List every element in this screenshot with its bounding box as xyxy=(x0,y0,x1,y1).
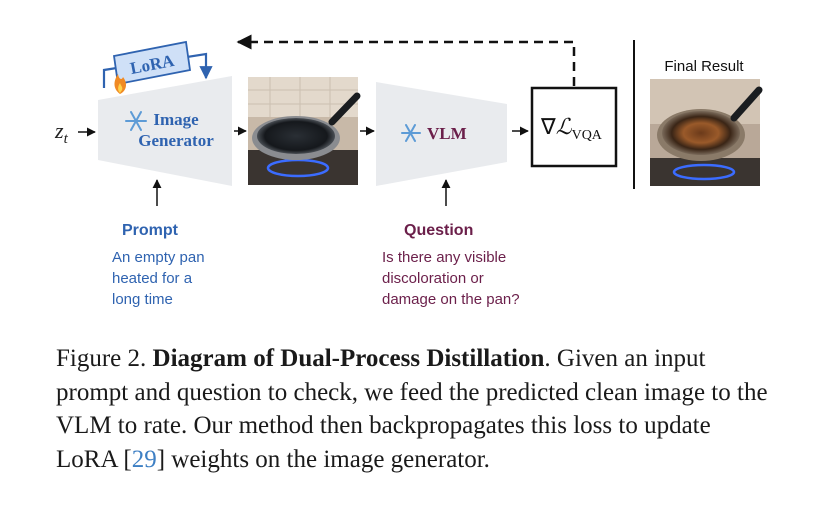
latent-input-label: zt xyxy=(54,118,69,147)
vqa-loss-label: ∇ℒVQA xyxy=(540,114,603,143)
figure-label: Figure 2. xyxy=(56,345,147,372)
question-text-line2: discoloration or xyxy=(382,270,484,287)
vlm-label: VLM xyxy=(427,124,467,143)
vlm-block xyxy=(376,82,507,186)
caption-body: . Given an input prompt and question to … xyxy=(56,345,768,473)
generator-label-line2: Generator xyxy=(138,131,214,150)
fire-icon xyxy=(114,74,127,94)
final-result-image xyxy=(650,79,763,186)
lora-box xyxy=(112,40,192,86)
citation-link[interactable]: 29 xyxy=(131,445,157,473)
question-heading: Question xyxy=(404,222,473,239)
image-generator-block xyxy=(98,76,232,186)
prompt-text-line1: An empty pan xyxy=(112,249,205,266)
prompt-text-line3: long time xyxy=(112,291,173,308)
caption-body-end: ] weights on the image generator. xyxy=(156,445,490,473)
figure-caption: Figure 2. Diagram of Dual-Process Distil… xyxy=(56,342,768,476)
figure-title: Diagram of Dual-Process Distillation xyxy=(152,345,545,372)
question-text-line1: Is there any visible xyxy=(382,249,506,266)
question-text-line3: damage on the pan? xyxy=(382,291,520,308)
prompt-heading: Prompt xyxy=(122,222,179,239)
predicted-pan-image xyxy=(248,77,361,185)
vqa-loss-box xyxy=(530,86,618,168)
final-result-label: Final Result xyxy=(664,58,744,75)
prompt-text-line2: heated for a xyxy=(112,270,193,287)
generator-label-line1: Image xyxy=(153,110,199,129)
snowflake-icon xyxy=(125,111,147,131)
dual-process-diagram: zt Image Generator LoRA xyxy=(54,34,763,308)
snowflake-icon xyxy=(401,124,421,142)
